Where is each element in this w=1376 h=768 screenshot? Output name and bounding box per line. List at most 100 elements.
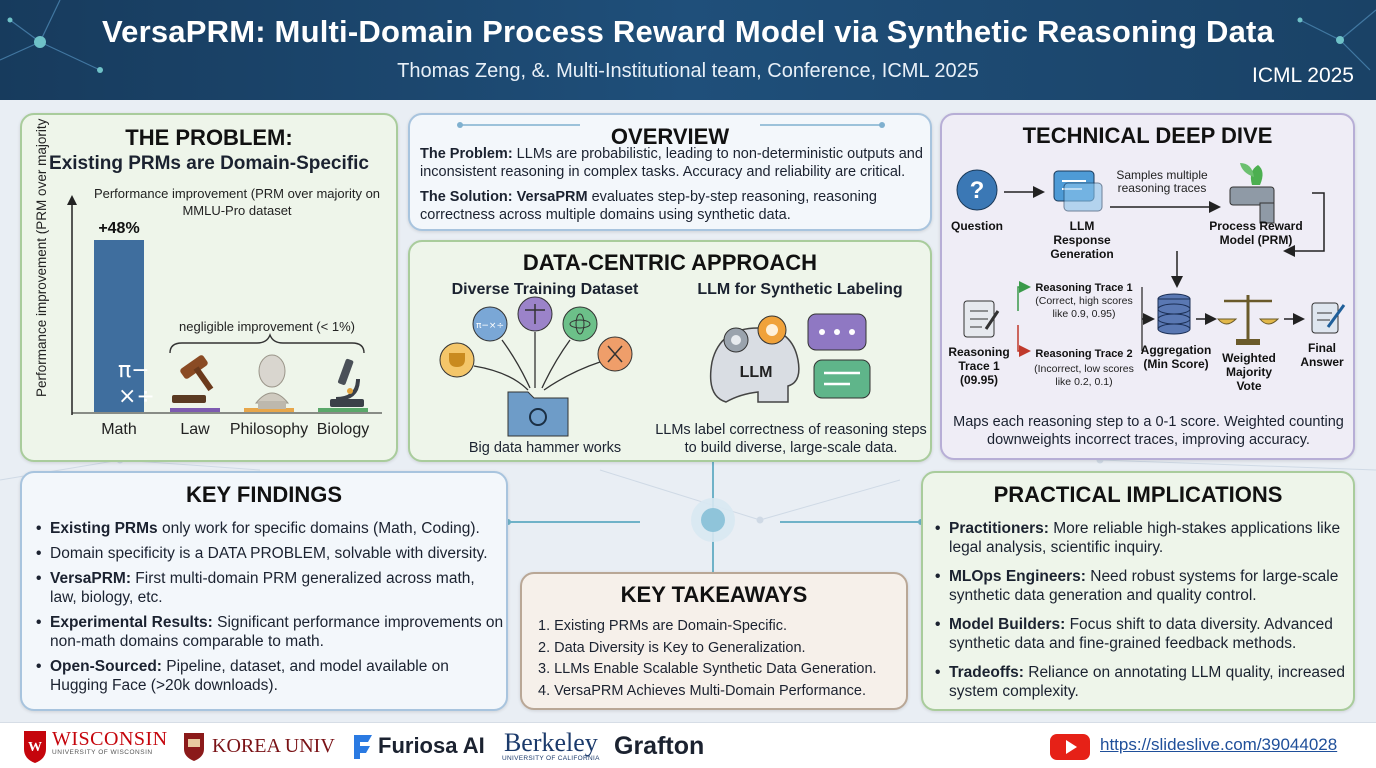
finding-item: Experimental Results: Significant perfor… xyxy=(34,613,504,651)
conference: Conference, ICML 2025 xyxy=(767,60,979,82)
furiosa-f-icon xyxy=(354,735,372,759)
wisconsin-logo: W WISCONSIN UNIVERSITY OF WISCONSIN xyxy=(22,723,168,768)
technical-footer: Maps each reasoning step to a 0-1 score.… xyxy=(953,414,1344,448)
practical-list: Practitioners: More reliable high-stakes… xyxy=(933,519,1349,709)
balance-scale-icon xyxy=(1216,295,1280,345)
question-label: Question xyxy=(950,219,1003,233)
svg-text:π−×÷: π−×÷ xyxy=(476,321,504,331)
overview-connector-decoration xyxy=(457,122,885,128)
trace2-desc: (Incorrect, low scores like 0.2, 0.1) xyxy=(1034,363,1134,388)
atom-domain-icon xyxy=(562,306,598,342)
finding-item: Open-Sourced: Pipeline, dataset, and mod… xyxy=(34,657,504,695)
scales-domain-icon xyxy=(517,296,553,332)
takeaway-item: 4. VersaPRM Achieves Multi-Domain Perfor… xyxy=(538,682,866,699)
bar-biology xyxy=(318,408,368,412)
weighted-vote-label: Weighted Majority Vote xyxy=(1222,351,1276,393)
footer-logo-bar: W WISCONSIN UNIVERSITY OF WISCONSIN KORE… xyxy=(0,722,1376,768)
takeaway-item: 2. Data Diversity is Key to Generalizati… xyxy=(538,639,806,656)
takeaway-item: 1. Existing PRMs are Domain-Specific. xyxy=(538,618,787,634)
overview-panel: OVERVIEW The Problem: LLMs are probabili… xyxy=(408,113,932,231)
tick-label-philosophy: Philosophy xyxy=(230,421,308,438)
technical-panel: TECHNICAL DEEP DIVE ? xyxy=(940,113,1355,460)
dataset-caption: Big data hammer works xyxy=(468,440,622,456)
reasoning-document-icon xyxy=(963,300,1000,338)
practical-implications-panel: PRACTICAL IMPLICATIONS Practitioners: Mo… xyxy=(921,471,1355,711)
problem-panel: THE PROBLEM: Existing PRMs are Domain-Sp… xyxy=(20,113,398,462)
y-axis-arrow xyxy=(67,195,77,205)
dna-domain-icon xyxy=(597,336,633,372)
data-centric-illustration: π−×÷ LLM xyxy=(439,296,871,437)
key-findings-title: KEY FINDINGS xyxy=(185,482,343,507)
practical-item: MLOps Engineers: Need robust systems for… xyxy=(933,567,1349,605)
svg-text:LLM: LLM xyxy=(740,364,773,381)
math-glyph-bottom: ×÷ xyxy=(118,384,155,409)
tick-label-biology: Biology xyxy=(317,421,369,438)
dataset-arrows xyxy=(473,332,601,391)
bar-math xyxy=(94,240,144,412)
bar-law xyxy=(170,408,220,412)
bar-philosophy xyxy=(244,408,294,412)
overview-problem-label: The Problem: xyxy=(420,146,513,162)
takeaway-item: 3. LLMs Enable Scalable Synthetic Data G… xyxy=(538,661,877,677)
practical-item: Model Builders: Focus shift to data dive… xyxy=(933,615,1349,653)
reasoning-trace-left-label: Reasoning Trace 1 (09.95) xyxy=(948,345,1010,387)
samples-label: Samples multiple reasoning traces xyxy=(1116,168,1208,195)
synthetic-labeling-heading: LLM for Synthetic Labeling xyxy=(697,281,903,298)
tick-label-law: Law xyxy=(180,421,210,438)
korea-univ-logo: KOREA UNIV xyxy=(182,723,335,768)
prm-pipe-icon xyxy=(1229,163,1275,224)
folder-icon xyxy=(507,391,569,437)
negligible-note: negligible improvement (< 1%) xyxy=(179,319,355,334)
wisconsin-crest-icon: W xyxy=(24,731,46,763)
key-findings-panel: KEY FINDINGS Existing PRMs only work for… xyxy=(20,471,508,711)
furiosa-logo: Furiosa AI xyxy=(350,723,485,768)
finding-item: Domain specificity is a DATA PROBLEM, so… xyxy=(34,544,504,563)
trace2-title: Reasoning Trace 2 xyxy=(1035,348,1133,360)
practical-title: PRACTICAL IMPLICATIONS xyxy=(993,482,1283,507)
diverse-dataset-heading: Diverse Training Dataset xyxy=(451,281,639,298)
microscope-icon xyxy=(330,358,364,407)
header-banner: VersaPRM: Multi-Domain Process Reward Mo… xyxy=(0,0,1376,100)
problem-bar-chart: Performance improvement (PRM over majori… xyxy=(34,115,382,438)
korea-crest-icon xyxy=(184,733,204,761)
trophy-icon xyxy=(439,342,475,378)
overview-problem-text: LLMs are probabilistic, leading to non-d… xyxy=(420,146,923,180)
math-glyph-top: π− xyxy=(118,358,150,383)
slideslive-link[interactable]: https://slideslive.com/39044028 xyxy=(1100,735,1338,754)
overview-problem: The Problem: LLMs are probabilistic, lea… xyxy=(420,145,930,181)
practical-item: Tradeoffs: Reliance on annotating LLM qu… xyxy=(933,663,1349,701)
problem-title: THE PROBLEM: xyxy=(125,125,293,150)
labeling-caption: LLMs label correctness of reasoning step… xyxy=(655,422,927,456)
berkeley-logo: Berkeley UNIVERSITY OF CALIFORNIA xyxy=(502,727,600,762)
chat-bubble-purple-icon xyxy=(807,313,867,351)
database-icon xyxy=(1157,293,1191,335)
overview-title: OVERVIEW xyxy=(610,124,730,149)
data-centric-panel: DATA-CENTRIC APPROACH Diverse Training D… xyxy=(408,240,932,462)
overview-solution-text: evaluates step-by-step reasoning, reason… xyxy=(420,189,877,223)
chat-bubble-green-icon xyxy=(813,359,871,399)
value-label-math: +48% xyxy=(98,220,139,237)
poster-subtitle: Thomas Zeng, &. Multi-Institutional team… xyxy=(0,60,1376,83)
trace1-desc: (Correct, high scores like 0.9, 0.95) xyxy=(1035,295,1133,320)
finding-item: Existing PRMs only work for specific dom… xyxy=(34,519,504,538)
tick-label-math: Math xyxy=(101,421,137,438)
final-answer-icon xyxy=(1311,302,1346,334)
poster-title: VersaPRM: Multi-Domain Process Reward Mo… xyxy=(101,14,1275,49)
question-icon: ? xyxy=(956,169,998,211)
key-takeaways-list: 1. Existing PRMs are Domain-Specific. 2.… xyxy=(538,616,877,702)
problem-subtitle: Existing PRMs are Domain-Specific xyxy=(49,153,369,174)
llm-generation-label: LLM Response Generation xyxy=(1050,219,1114,261)
negligible-brace xyxy=(169,333,365,354)
chart-caption: Performance improvement (PRM over majori… xyxy=(93,186,381,218)
trace1-title: Reasoning Trace 1 xyxy=(1035,282,1133,294)
finding-item: VersaPRM: First multi-domain PRM general… xyxy=(34,569,504,607)
gear-icon xyxy=(723,327,749,353)
youtube-icon[interactable] xyxy=(1050,732,1090,760)
key-takeaways-panel: KEY TAKEAWAYS 1. Existing PRMs are Domai… xyxy=(520,572,908,710)
llm-chat-icon xyxy=(1053,170,1103,212)
grafton-logo: Grafton xyxy=(614,731,705,760)
key-findings-list: Existing PRMs only work for specific dom… xyxy=(34,519,504,701)
gear-icon-orange xyxy=(757,315,787,345)
authors: Thomas Zeng, &. Multi-Institutional team… xyxy=(397,60,762,82)
